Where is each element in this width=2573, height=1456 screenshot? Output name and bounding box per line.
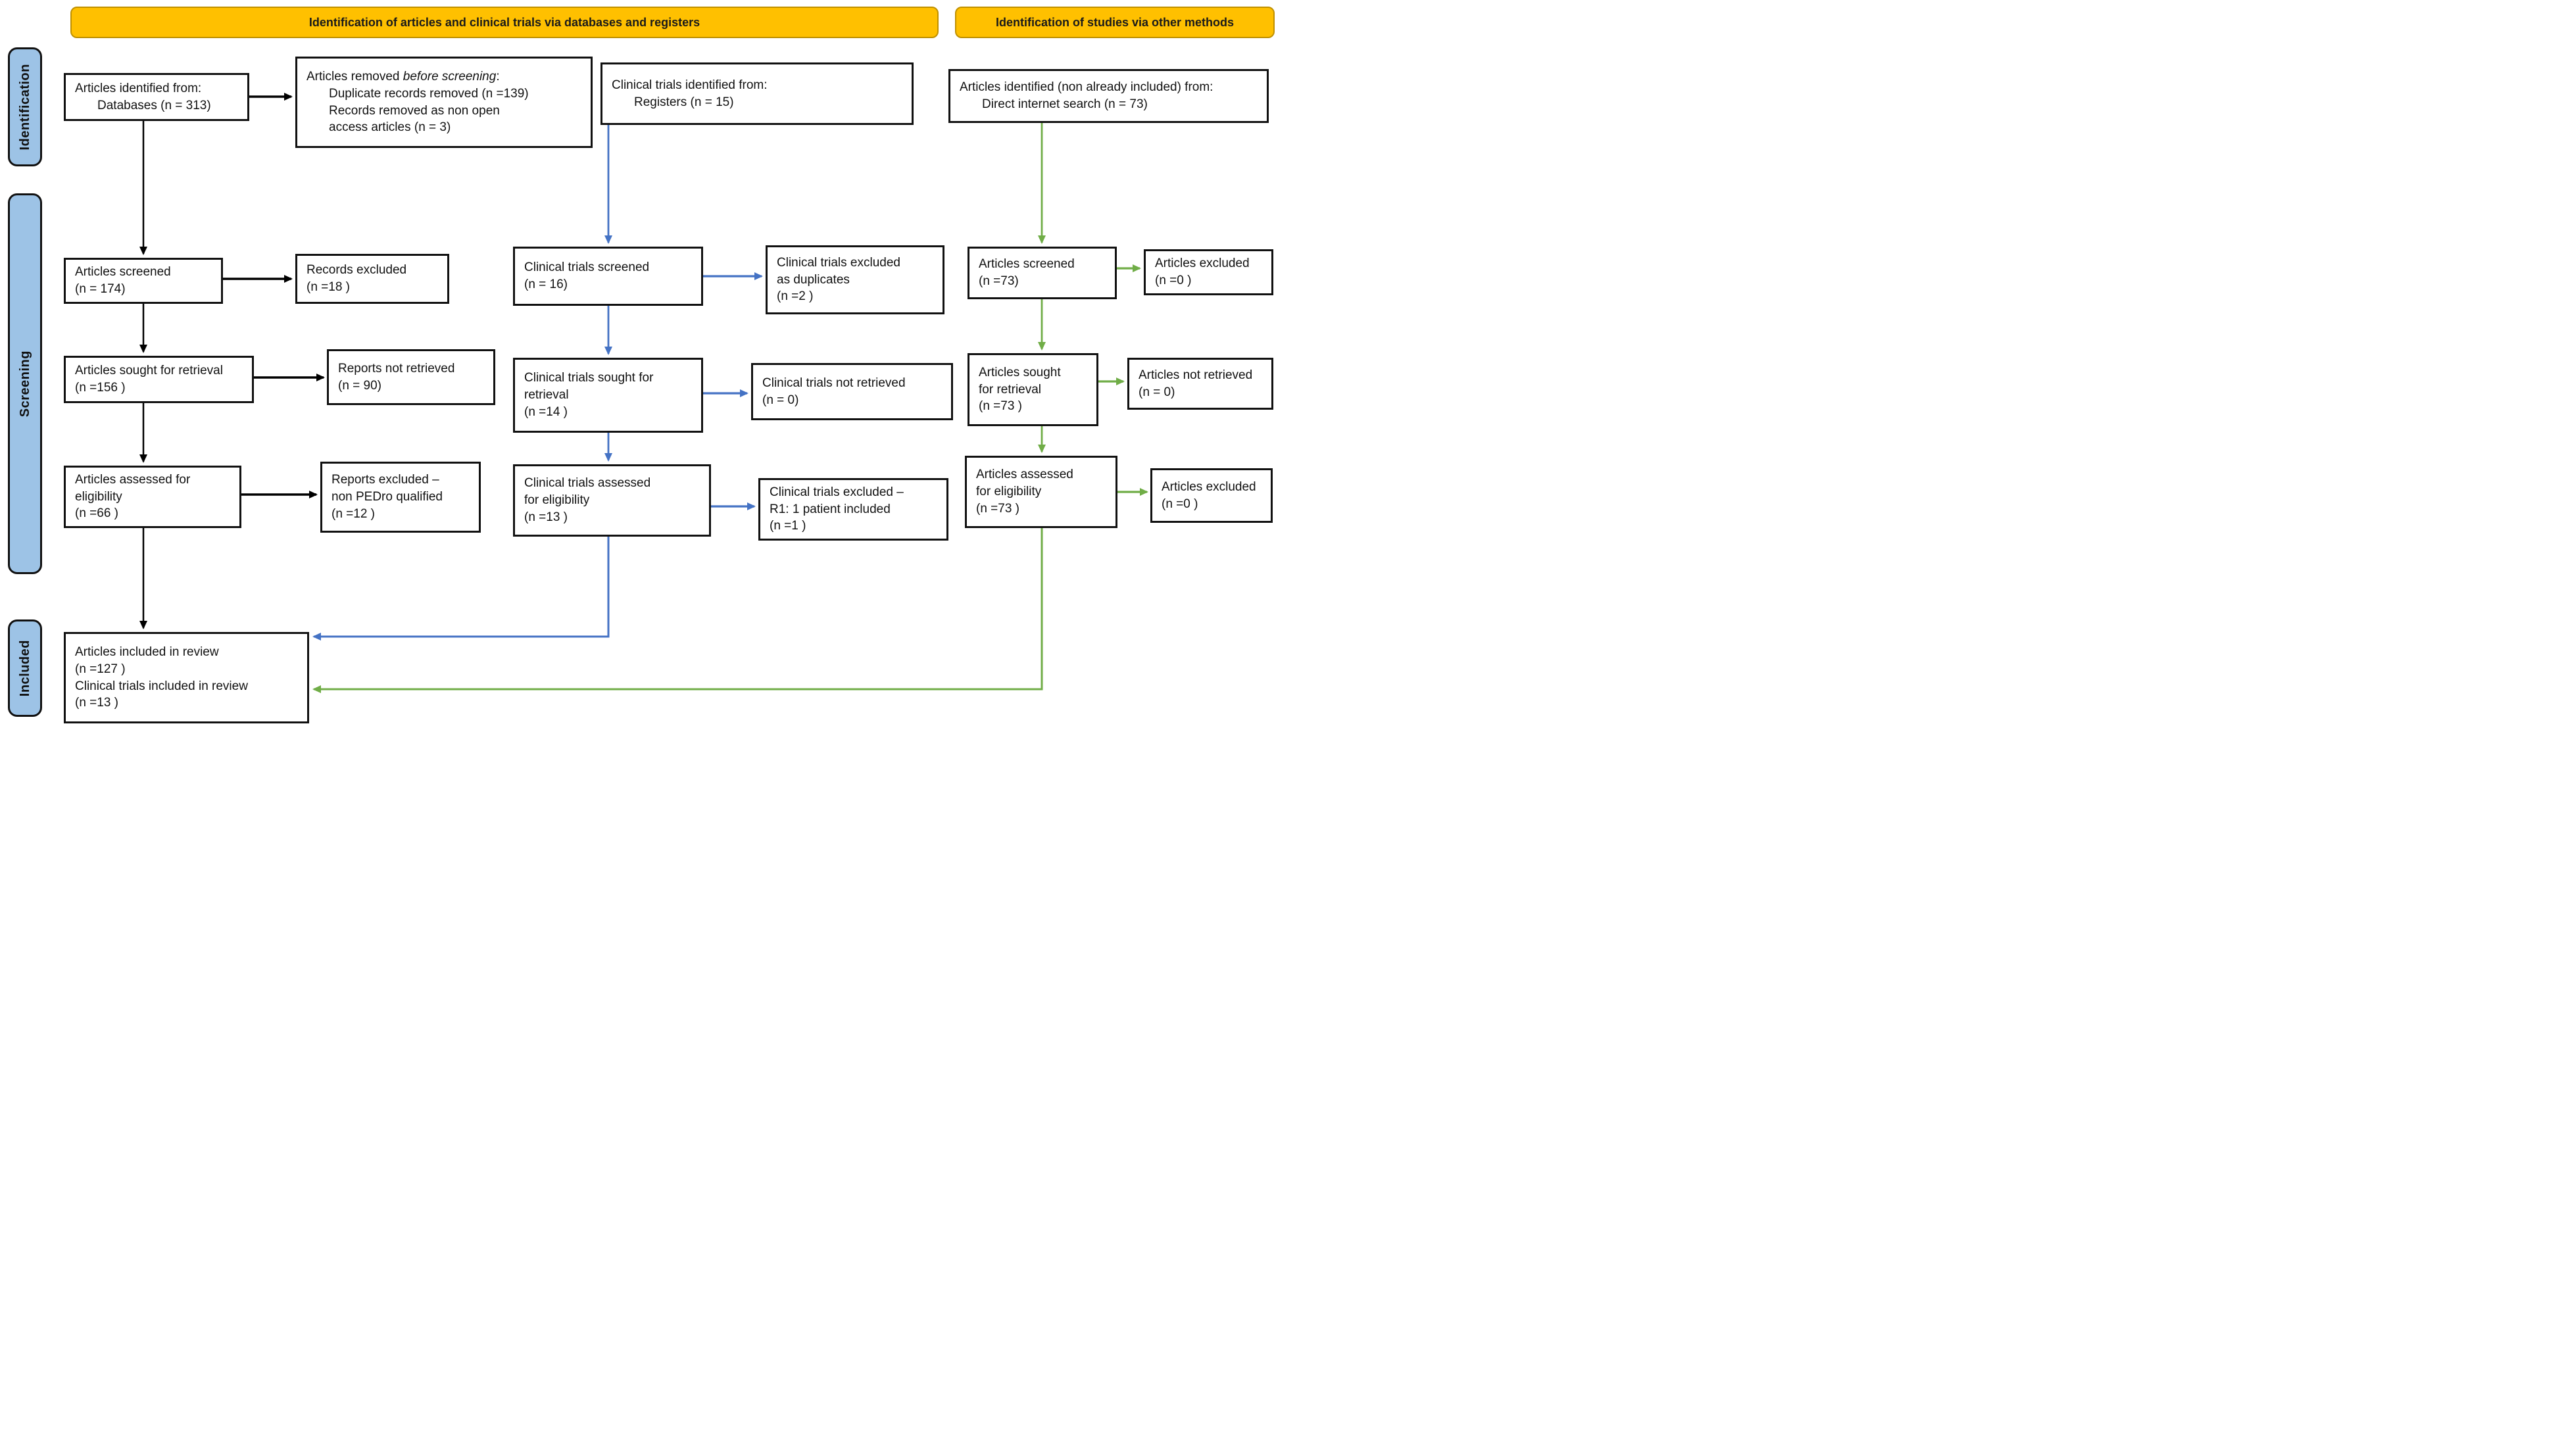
box-line: for eligibility	[524, 493, 590, 508]
box-line: (n =1 )	[770, 519, 806, 533]
box-line: (n =12 )	[331, 506, 376, 521]
box-line: Articles identified (non already include…	[960, 80, 1213, 95]
italic-before-screening: before screening	[403, 69, 497, 84]
box-line: (n =127 )	[75, 662, 126, 676]
box-articles-excluded-other-assess: Articles excluded (n =0 )	[1150, 468, 1273, 523]
stage-screening: Screening	[8, 193, 42, 574]
box-clinical-trials-excluded-r1: Clinical trials excluded – R1: 1 patient…	[758, 478, 948, 541]
box-line: Articles assessed	[976, 468, 1073, 482]
box-line: Reports not retrieved	[338, 361, 455, 376]
box-line: (n =73 )	[976, 501, 1020, 516]
box-line: Articles assessed for	[75, 472, 191, 487]
box-line: (n = 90)	[338, 378, 382, 393]
box-line: (n =13 )	[75, 696, 119, 710]
box-line: Clinical trials screened	[524, 260, 650, 275]
box-line: Registers (n = 15)	[634, 95, 734, 109]
box-line: Clinical trials included in review	[75, 679, 248, 693]
box-records-excluded: Records excluded (n =18 )	[295, 254, 449, 304]
box-line: Direct internet search (n = 73)	[982, 97, 1148, 111]
box-line: Articles excluded	[1162, 479, 1256, 494]
box-clinical-trials-identified-registers: Clinical trials identified from: Registe…	[600, 62, 914, 125]
box-line: Articles identified from:	[75, 81, 202, 95]
box-line: (n =18 )	[306, 280, 351, 294]
box-articles-sought: Articles sought for retrieval (n =156 )	[64, 356, 254, 403]
banner-databases-registers: Identification of articles and clinical …	[70, 7, 939, 38]
box-line: retrieval	[524, 388, 569, 402]
box-line: Clinical trials excluded	[777, 255, 900, 270]
box-line: as duplicates	[777, 272, 850, 287]
box-articles-screened-other: Articles screened (n =73)	[968, 247, 1117, 299]
box-articles-not-retrieved-other: Articles not retrieved (n = 0)	[1127, 358, 1273, 410]
box-line: Databases (n = 313)	[97, 98, 211, 112]
box-line: R1: 1 patient included	[770, 502, 891, 516]
stage-screening-label: Screening	[17, 350, 32, 418]
box-line: Articles sought for retrieval	[75, 364, 223, 378]
box-line: Articles removed before screening:	[306, 69, 500, 84]
box-clinical-trials-assessed: Clinical trials assessed for eligibility…	[513, 464, 711, 537]
box-reports-excluded-pedro: Reports excluded – non PEDro qualified (…	[320, 462, 481, 533]
box-line: Articles screened	[979, 257, 1075, 272]
box-line: for retrieval	[979, 382, 1042, 397]
box-articles-identified-databases: Articles identified from: Databases (n =…	[64, 73, 249, 121]
box-line: access articles (n = 3)	[329, 120, 451, 135]
box-line: Records excluded	[306, 263, 407, 278]
box-line: (n = 16)	[524, 278, 568, 291]
box-clinical-trials-excluded-duplicates: Clinical trials excluded as duplicates (…	[766, 245, 944, 314]
box-line: Clinical trials assessed	[524, 476, 651, 491]
box-line: (n =13 )	[524, 510, 568, 524]
box-articles-sought-other: Articles sought for retrieval (n =73 )	[968, 353, 1098, 426]
box-line: Duplicate records removed (n =139)	[329, 86, 529, 101]
box-line: (n =66 )	[75, 506, 119, 521]
box-line: Records removed as non open	[329, 103, 500, 118]
box-line: Clinical trials not retrieved	[762, 376, 906, 390]
box-line: Clinical trials sought for	[524, 371, 654, 385]
stage-included-label: Included	[17, 639, 32, 697]
box-line: Articles excluded	[1155, 256, 1250, 271]
banner-other-methods-label: Identification of studies via other meth…	[995, 15, 1235, 29]
box-clinical-trials-sought: Clinical trials sought for retrieval (n …	[513, 358, 703, 433]
box-line: (n =2 )	[777, 289, 814, 304]
box-articles-assessed: Articles assessed for eligibility (n =66…	[64, 466, 241, 528]
box-line: (n =0 )	[1155, 274, 1192, 287]
banner-databases-registers-label: Identification of articles and clinical …	[308, 15, 700, 29]
box-line: (n =0 )	[1162, 497, 1198, 511]
box-line: (n =73)	[979, 274, 1019, 288]
box-articles-removed-before-screening: Articles removed before screening: Dupli…	[295, 57, 593, 148]
box-articles-identified-direct-search: Articles identified (non already include…	[948, 69, 1269, 123]
box-included-in-review: Articles included in review (n =127 ) Cl…	[64, 632, 309, 723]
box-clinical-trials-screened: Clinical trials screened (n = 16)	[513, 247, 703, 306]
box-line: (n =156 )	[75, 381, 126, 395]
box-line: (n =73 )	[979, 399, 1023, 414]
box-line: Articles not retrieved	[1139, 368, 1253, 382]
box-articles-screened: Articles screened (n = 174)	[64, 258, 223, 304]
box-clinical-trials-not-retrieved: Clinical trials not retrieved (n = 0)	[751, 363, 953, 420]
box-reports-not-retrieved: Reports not retrieved (n = 90)	[327, 349, 495, 405]
prisma-flow-diagram: Identification of articles and clinical …	[0, 0, 1286, 728]
box-line: Articles sought	[979, 365, 1061, 379]
box-line: for eligibility	[976, 485, 1042, 499]
stage-included: Included	[8, 619, 42, 717]
stage-identification: Identification	[8, 47, 42, 166]
box-articles-assessed-other: Articles assessed for eligibility (n =73…	[965, 456, 1117, 528]
stage-identification-label: Identification	[17, 63, 32, 151]
arrow-c-assessed-to-included	[312, 528, 1043, 693]
box-articles-excluded-other-screen: Articles excluded (n =0 )	[1144, 249, 1273, 295]
box-line: Clinical trials identified from:	[612, 78, 768, 92]
box-line: non PEDro qualified	[331, 490, 443, 504]
box-line: Reports excluded –	[331, 473, 439, 487]
box-line: Articles screened	[75, 265, 171, 279]
box-line: eligibility	[75, 489, 122, 504]
box-line: Clinical trials excluded –	[770, 485, 904, 499]
box-line: (n = 0)	[762, 393, 799, 407]
arrow-b-assessed-to-included	[312, 537, 610, 641]
box-line: (n = 0)	[1139, 385, 1175, 399]
box-line: Articles included in review	[75, 644, 219, 659]
banner-other-methods: Identification of studies via other meth…	[955, 7, 1275, 38]
box-line: (n =14 )	[524, 404, 568, 419]
box-line: (n = 174)	[75, 282, 126, 296]
